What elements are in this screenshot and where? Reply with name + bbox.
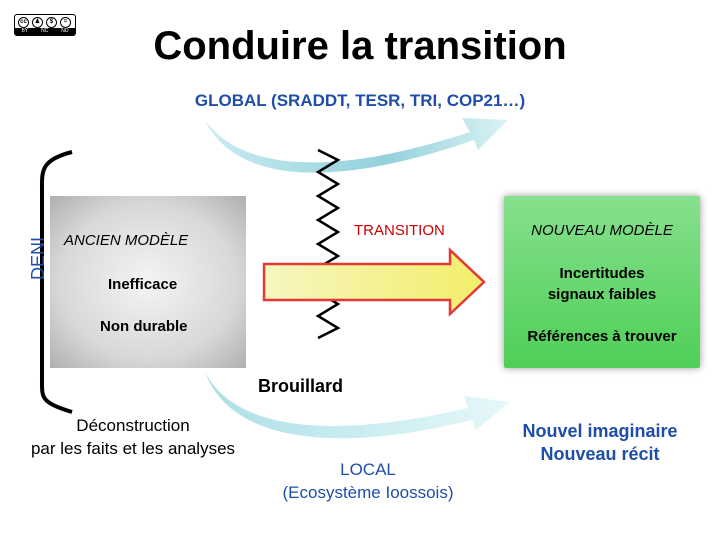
deconstruction-line1: Déconstruction bbox=[76, 416, 190, 435]
transition-label: TRANSITION bbox=[354, 222, 445, 239]
nouvel-imaginaire-text: Nouvel imaginaire Nouveau récit bbox=[500, 420, 700, 466]
page-title: Conduire la transition bbox=[153, 24, 567, 68]
bottom-curved-arrow bbox=[205, 372, 510, 439]
new-model-line1: Incertitudes bbox=[559, 265, 645, 282]
old-model-title: ANCIEN MODÈLE bbox=[64, 232, 189, 249]
denial-bracket bbox=[39, 150, 73, 414]
nd-icon: = bbox=[60, 16, 71, 28]
local-line1: LOCAL bbox=[340, 460, 396, 479]
local-line2: (Ecosystème Ioossois) bbox=[282, 483, 454, 502]
license-nd-label: ND bbox=[61, 28, 69, 34]
license-by-label: BY bbox=[21, 28, 29, 34]
brouillard-label: Brouillard bbox=[258, 376, 344, 396]
deconstruction-line2: par les faits et les analyses bbox=[30, 439, 236, 458]
new-model-references: Références à trouver bbox=[527, 328, 677, 345]
creative-commons-badge[interactable]: cc ♟ $ = BY NC ND bbox=[14, 14, 76, 36]
new-model-box bbox=[504, 196, 700, 368]
deconstruction-text: Déconstruction par les faits et les anal… bbox=[8, 414, 258, 460]
new-model-uncertainties: Incertitudes signaux faibles bbox=[504, 263, 700, 305]
new-model-line2: signaux faibles bbox=[547, 286, 657, 303]
barrier-zigzag bbox=[315, 148, 341, 340]
nc-icon: $ bbox=[46, 16, 57, 28]
denial-label: DENI bbox=[28, 236, 48, 280]
old-model-box bbox=[50, 196, 246, 368]
nouvel-line2: Nouveau récit bbox=[540, 444, 660, 464]
top-curved-arrow bbox=[205, 118, 508, 173]
transition-arrow bbox=[262, 247, 486, 317]
license-nc-label: NC bbox=[41, 28, 49, 34]
old-model-non-durable: Non durable bbox=[100, 318, 188, 335]
old-model-inefficace: Inefficace bbox=[108, 276, 178, 293]
nouvel-line1: Nouvel imaginaire bbox=[522, 421, 678, 441]
creative-commons-icon: cc bbox=[18, 16, 29, 28]
local-label: LOCAL (Ecosystème Ioossois) bbox=[258, 458, 478, 504]
by-icon: ♟ bbox=[32, 16, 43, 28]
new-model-title: NOUVEAU MODÈLE bbox=[531, 222, 673, 239]
global-label: GLOBAL (SRADDT, TESR, TRI, COP21…) bbox=[194, 91, 526, 110]
